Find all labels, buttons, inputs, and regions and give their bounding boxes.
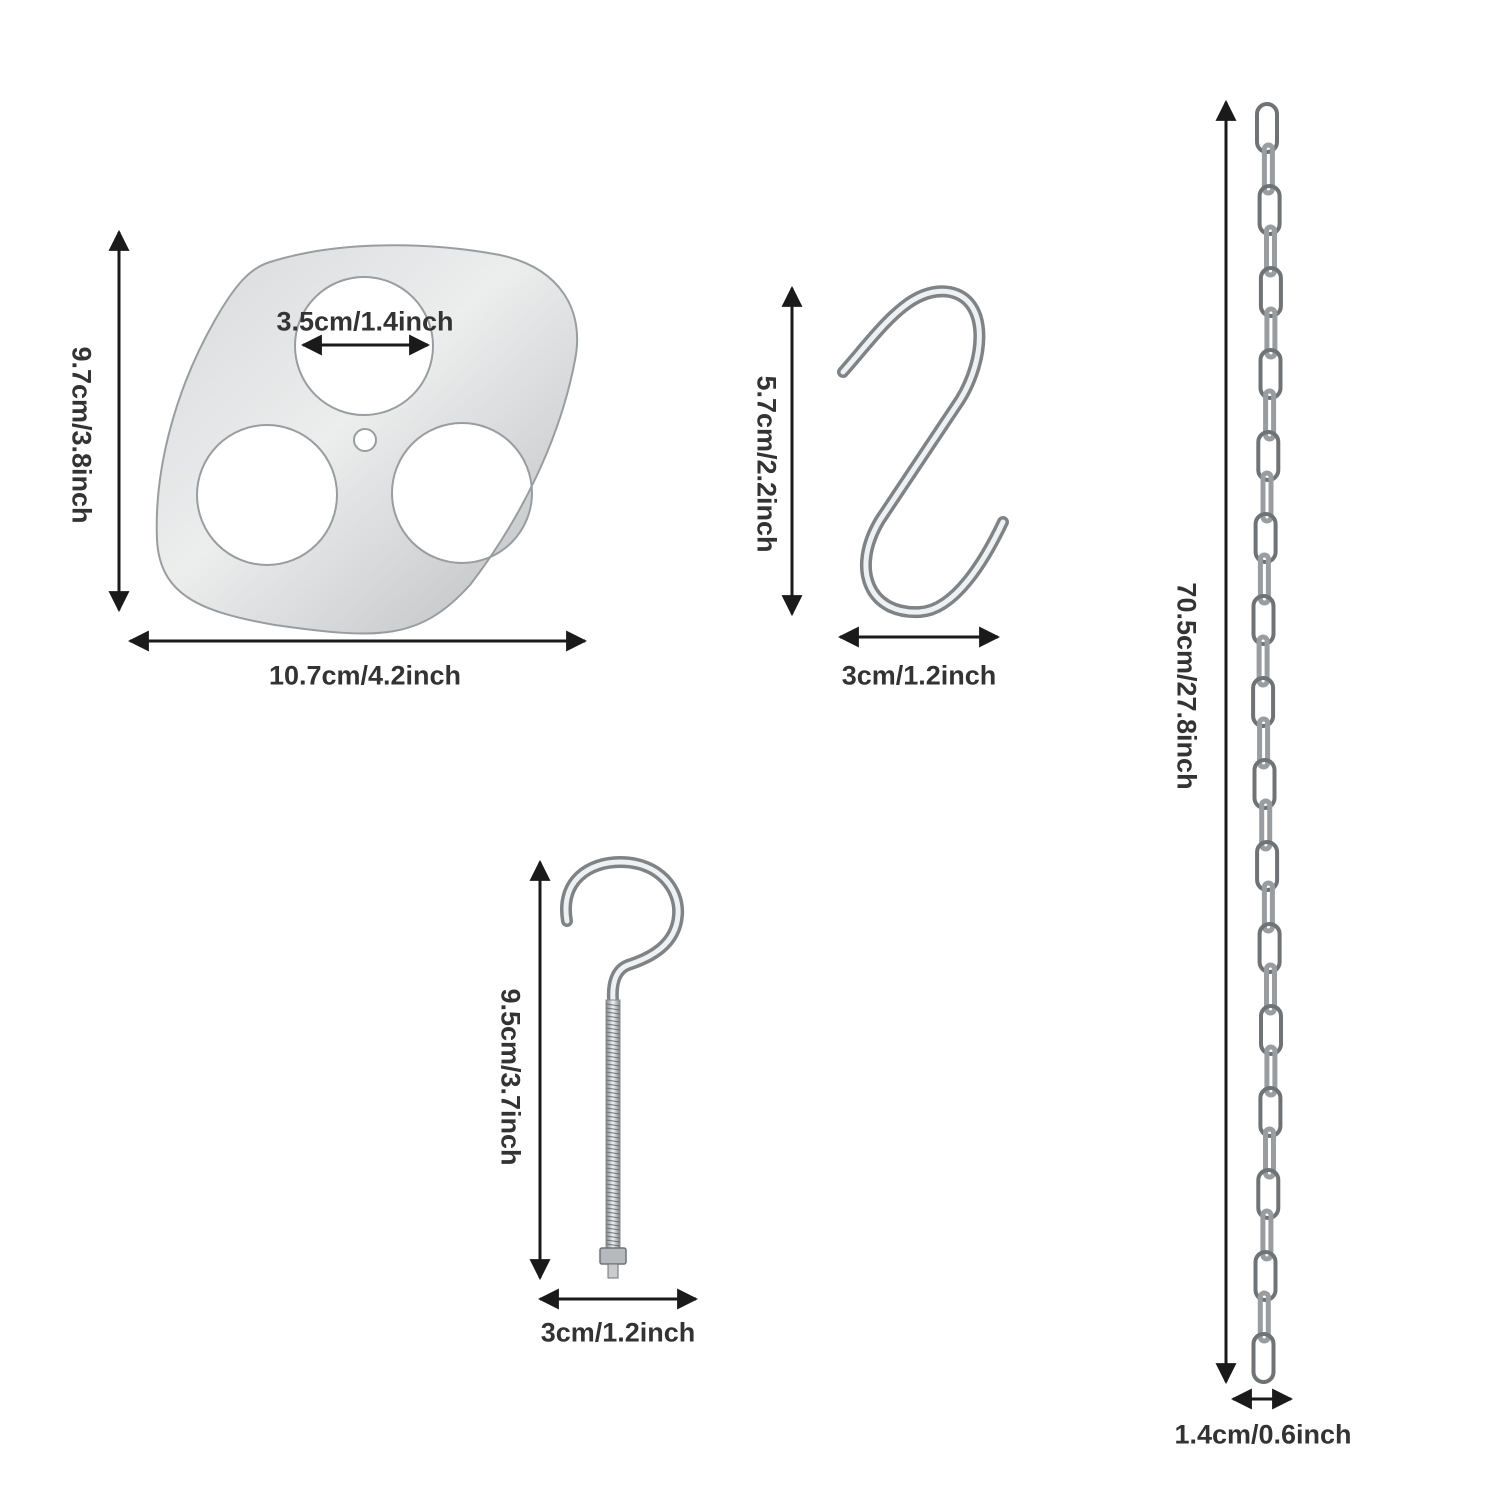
chain-link bbox=[1260, 1208, 1274, 1262]
chain-link bbox=[1256, 1168, 1281, 1220]
plate-hole-label: 3.5cm/1.4inch bbox=[276, 306, 454, 337]
chain-icon bbox=[1251, 102, 1283, 1384]
eye-hook-width-label: 3cm/1.2inch bbox=[540, 1317, 696, 1348]
chain-link bbox=[1257, 716, 1271, 770]
chain-link bbox=[1258, 1086, 1283, 1138]
chain-link bbox=[1252, 758, 1277, 810]
plate-width-label: 10.7cm/4.2inch bbox=[268, 660, 462, 691]
s-hook-width-label: 3cm/1.2inch bbox=[841, 660, 997, 691]
chain-length-label: 70.5cm/27.8inch bbox=[1171, 582, 1202, 790]
chain-link bbox=[1257, 184, 1282, 236]
chain-link bbox=[1256, 634, 1270, 688]
chain-width-label: 1.4cm/0.6inch bbox=[1174, 1419, 1352, 1450]
chain-link bbox=[1253, 512, 1278, 564]
chain-link bbox=[1263, 388, 1277, 442]
chain-link bbox=[1255, 102, 1279, 154]
chain-link bbox=[1257, 1290, 1271, 1344]
chain-link bbox=[1259, 798, 1273, 852]
chain-link bbox=[1264, 1044, 1278, 1098]
chain-link bbox=[1251, 594, 1276, 646]
plate-height-label: 9.7cm/3.8inch bbox=[66, 346, 97, 524]
chain-link bbox=[1264, 306, 1278, 360]
chain-link bbox=[1264, 224, 1277, 278]
chain-link bbox=[1260, 470, 1274, 524]
chain-link bbox=[1263, 1126, 1276, 1180]
chain-link bbox=[1256, 430, 1281, 482]
chain-link bbox=[1261, 880, 1275, 934]
chain-link bbox=[1257, 552, 1271, 606]
chain-link bbox=[1261, 142, 1275, 196]
chain-link bbox=[1253, 1250, 1278, 1302]
chain-link bbox=[1259, 1004, 1283, 1056]
chain-link bbox=[1255, 840, 1280, 892]
chain-link bbox=[1258, 266, 1283, 318]
threaded-hook-icon bbox=[559, 855, 685, 1279]
chain-link bbox=[1264, 962, 1277, 1016]
s-hook-height-label: 5.7cm/2.2inch bbox=[751, 375, 782, 553]
chain-link bbox=[1251, 676, 1276, 728]
chain-link bbox=[1257, 922, 1282, 974]
chain-link bbox=[1251, 1332, 1276, 1384]
chain-link bbox=[1258, 348, 1283, 400]
s-hook-icon bbox=[837, 285, 1009, 619]
triangle-plate-icon bbox=[155, 244, 579, 635]
eye-hook-height-label: 9.5cm/3.7inch bbox=[495, 988, 526, 1166]
